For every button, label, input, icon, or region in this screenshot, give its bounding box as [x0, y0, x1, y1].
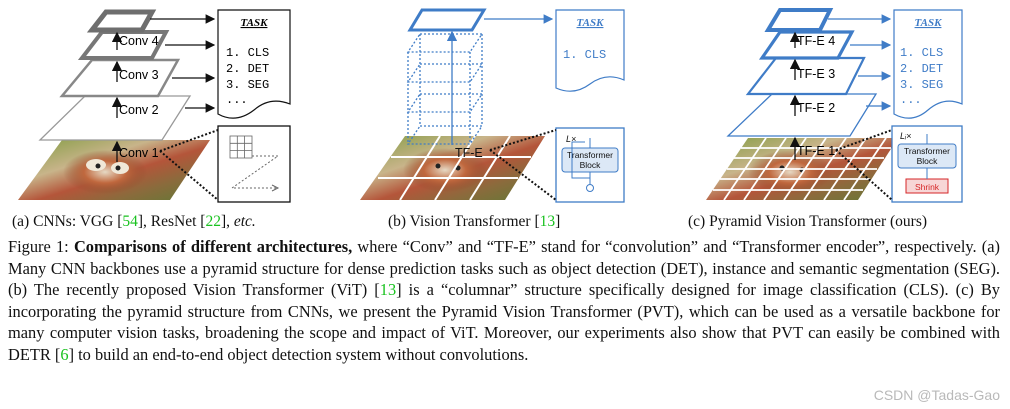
layer-label-conv1: Conv 1 — [119, 146, 159, 160]
subcaption-c: (c) Pyramid Vision Transformer (ours) — [688, 213, 927, 231]
layer-label-tfe2: TF-E 2 — [797, 101, 835, 115]
convolution-illustration — [217, 125, 291, 203]
citation-link[interactable]: 54 — [122, 213, 138, 230]
layer-label-tfe3: TF-E 3 — [797, 67, 835, 81]
task-item: 1. CLS — [900, 46, 943, 60]
figure-diagram: Conv 4 Conv 3 Conv 2 Conv 1 TASK 1. CLS … — [18, 8, 963, 203]
transformer-block-box-c: Lᵢ× Transformer Block Shrink — [891, 125, 963, 203]
input-image-c — [706, 137, 898, 201]
task-item: 3. SEG — [226, 78, 269, 92]
citation-link[interactable]: 6 — [60, 344, 69, 364]
task-item: 3. SEG — [900, 78, 943, 92]
subcaption-text: ], — [220, 213, 234, 230]
layer-conv4-plane — [77, 30, 170, 60]
caption-bold: Comparisons of different architectures, — [73, 237, 353, 256]
panel-a-cnn: Conv 4 Conv 3 Conv 2 Conv 1 TASK 1. CLS … — [18, 9, 291, 203]
caption-text: where “Conv” and “TF-E” stand for “convo… — [8, 237, 1000, 300]
layer-conv2-plane — [38, 95, 192, 141]
layer-label-tfe1: TF-E 1 — [797, 144, 835, 158]
subcaption-text: ] — [555, 213, 561, 230]
shrink-label: Shrink — [915, 182, 940, 192]
layer-label-conv3: Conv 3 — [119, 68, 159, 82]
layer-label-tfe4: TF-E 4 — [797, 34, 835, 48]
subcaption-text: (a) CNNs: VGG [ — [12, 213, 123, 230]
subcaption-text: (b) Vision Transformer [ — [388, 213, 540, 230]
subcaption-text: ], ResNet [ — [137, 213, 206, 230]
citation-link[interactable]: 22 — [205, 213, 221, 230]
block-label: Block — [917, 156, 939, 166]
input-image — [18, 140, 210, 200]
subcaption-b: (b) Vision Transformer [13] — [388, 213, 560, 231]
block-repeat: Lᵢ× — [900, 131, 911, 141]
task-document-b: TASK 1. CLS — [555, 9, 625, 92]
block-label: Transformer — [567, 150, 613, 160]
caption-text: ] to build an end-to-end object detectio… — [68, 344, 529, 364]
input-image-b — [360, 135, 545, 201]
task-title: TASK — [577, 17, 605, 29]
layer-label-conv2: Conv 2 — [119, 103, 159, 117]
subcaption-a: (a) CNNs: VGG [54], ResNet [22], etc. — [12, 213, 256, 231]
task-item: 2. DET — [900, 62, 943, 76]
task-title: TASK — [915, 17, 943, 29]
subcaption-etc: etc. — [233, 213, 256, 230]
task-item: ... — [900, 93, 922, 107]
figure-label: Figure 1: — [8, 237, 69, 256]
task-item: 2. DET — [226, 62, 269, 76]
task-item: 1. CLS — [563, 48, 606, 62]
task-title: TASK — [241, 17, 269, 29]
citation-link[interactable]: 13 — [379, 280, 397, 300]
task-item: ... — [226, 93, 248, 107]
block-repeat: L× — [566, 134, 576, 144]
caption-text: ] is a “columnar” structure specifically… — [8, 280, 1000, 364]
task-item: 1. CLS — [226, 46, 269, 60]
block-label: Block — [580, 160, 602, 170]
vit-output-plane — [407, 8, 487, 32]
pvt-top-plane — [764, 8, 834, 32]
panel-c-pvt: TF-E 4 TF-E 3 TF-E 2 TF-E 1 TASK 1. CLS … — [706, 8, 963, 203]
task-document-a: TASK 1. CLS 2. DET 3. SEG ... — [217, 9, 291, 119]
transformer-block-box-b: L× Transformer Block — [555, 127, 625, 203]
watermark: CSDN @Tadas-Gao — [873, 387, 1000, 403]
panel-b-vit: TF-E TASK 1. CLS L× Transformer Block — [360, 8, 625, 203]
encoder-label-tfe: TF-E — [455, 146, 483, 160]
figure-caption: Figure 1: Comparisons of different archi… — [8, 236, 1000, 366]
layer-label-conv4: Conv 4 — [119, 34, 159, 48]
layer-top-plane — [86, 9, 157, 33]
pvt-stage4-plane — [758, 30, 855, 60]
task-document-c: TASK 1. CLS 2. DET 3. SEG ... — [893, 9, 963, 119]
block-label: Transformer — [904, 146, 950, 156]
citation-link[interactable]: 13 — [539, 213, 556, 230]
subcaption-text: (c) Pyramid Vision Transformer (ours) — [688, 213, 928, 230]
